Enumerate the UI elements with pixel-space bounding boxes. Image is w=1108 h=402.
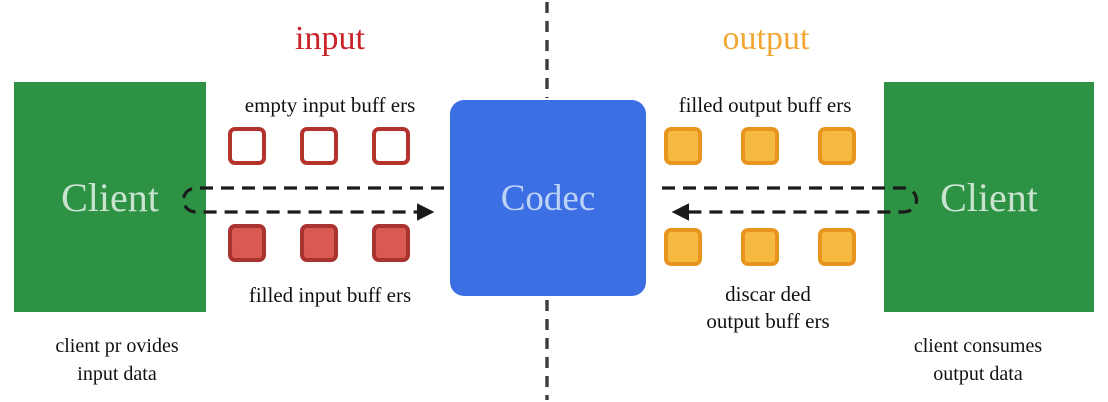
output-section-heading: output	[722, 20, 810, 57]
discarded-output-buffers-label-line1: discar ded	[725, 282, 811, 306]
filled-input-buffer	[300, 224, 338, 262]
filled-input-buffer	[228, 224, 266, 262]
filled-output-buffer-row	[664, 127, 856, 165]
client-right-box: Client	[884, 82, 1094, 312]
input-section-heading: input	[295, 20, 365, 57]
discarded-output-buffer	[664, 228, 702, 266]
filled-input-buffers-label: filled input buff ers	[248, 283, 412, 307]
client-left-title: Client	[61, 174, 159, 220]
client-right-caption-line1: client consumes	[913, 335, 1043, 357]
empty-input-buffer	[300, 127, 338, 165]
client-left-box: Client	[14, 82, 206, 312]
empty-input-buffer	[372, 127, 410, 165]
empty-input-buffer-row	[228, 127, 410, 165]
filled-output-buffer	[818, 127, 856, 165]
client-right-caption-line2: output data	[933, 363, 1023, 385]
discarded-output-buffers-label-line2: output buff ers	[706, 309, 830, 333]
output-buffer-cycle-arrow	[662, 186, 919, 221]
discarded-output-buffer-row	[664, 228, 856, 266]
codec-box: Codec	[450, 100, 646, 296]
input-buffer-cycle-arrow	[181, 186, 444, 221]
client-left-caption-line1: client pr ovides	[55, 335, 179, 357]
filled-input-buffer	[372, 224, 410, 262]
empty-input-buffers-label: empty input buff ers	[244, 93, 416, 117]
filled-input-buffer-row	[228, 224, 410, 262]
codec-title: Codec	[500, 177, 596, 219]
filled-output-buffer	[741, 127, 779, 165]
discarded-output-buffer	[741, 228, 779, 266]
client-left-caption-line2: input data	[77, 363, 157, 385]
filled-output-buffer	[664, 127, 702, 165]
filled-output-buffers-label: filled output buff ers	[678, 93, 852, 117]
client-right-title: Client	[940, 174, 1038, 220]
discarded-output-buffer	[818, 228, 856, 266]
empty-input-buffer	[228, 127, 266, 165]
